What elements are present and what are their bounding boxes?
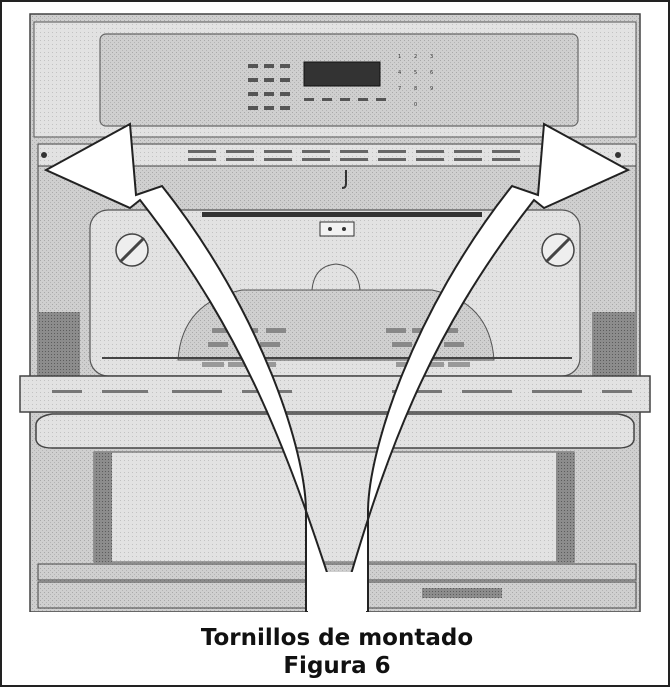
control-buttons-bottom	[304, 98, 386, 101]
keypad-key-6: 6	[430, 70, 433, 76]
oven-illustration: 1 2 3 4 5 6 7 8 9 0	[19, 13, 651, 612]
keypad-key-5: 5	[414, 70, 417, 76]
keypad-key-1: 1	[398, 54, 401, 60]
keypad-key-8: 8	[414, 86, 417, 92]
keypad-key-9: 9	[430, 86, 433, 92]
door-handle	[35, 413, 635, 449]
caption-title: Tornillos de montado	[200, 625, 474, 651]
oven-light-right	[541, 233, 575, 267]
vent-strip	[37, 143, 637, 167]
keypad-key-4: 4	[398, 70, 401, 76]
keypad-key-2: 2	[414, 54, 417, 60]
keypad-key-3: 3	[430, 54, 433, 60]
broil-element	[202, 212, 482, 217]
removal-arrow	[43, 122, 631, 612]
mounting-screw-right	[615, 152, 621, 158]
oven-door	[19, 375, 651, 609]
keypad-key-0: 0	[414, 102, 417, 108]
oven-display	[303, 61, 381, 87]
numeric-keypad: 1 2 3 4 5 6 7 8 9 0	[398, 54, 433, 108]
door-latch	[319, 221, 355, 237]
control-panel: 1 2 3 4 5 6 7 8 9 0	[33, 21, 637, 138]
oven-light-left	[115, 233, 149, 267]
mounting-screw-left	[41, 152, 47, 158]
control-buttons-left	[248, 64, 290, 110]
figure-label: Figura 6	[283, 653, 391, 679]
keypad-key-7: 7	[398, 86, 401, 92]
door-window	[93, 451, 575, 563]
